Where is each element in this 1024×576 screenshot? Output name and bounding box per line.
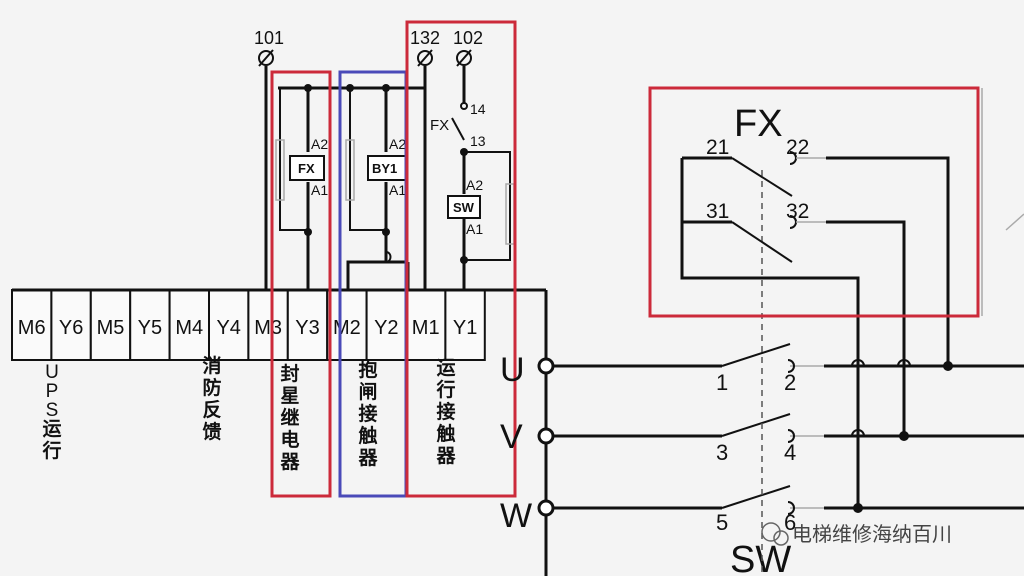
terminal-label: Y4 (216, 317, 240, 339)
post-132-label: 132 (410, 28, 440, 48)
sw-coil-pin-a1: A1 (466, 221, 483, 237)
terminal-strip: M6 Y6 M5 Y5 M4 Y4 M3 Y3 M2 Y2 M1 Y1 (11, 289, 486, 361)
fx-contact-pin-13: 13 (470, 133, 486, 149)
annotation-char: 行 (41, 439, 61, 462)
sw-pin-4: 4 (784, 440, 796, 465)
terminal-label: M1 (412, 317, 440, 339)
annotation-char: 抱 (358, 358, 377, 381)
annotation-char: 行 (435, 378, 455, 401)
fx-coil (289, 155, 325, 181)
post-101: 101 (254, 28, 284, 67)
annotation-char: 触 (436, 422, 455, 445)
sw-coil-circuit: 14 FX 13 A2 SW A1 (430, 101, 515, 290)
watermark-text: 电梯维修海纳百川 (792, 522, 952, 546)
terminal-label: Y1 (453, 317, 477, 339)
annotation-char: 闸 (358, 381, 377, 403)
annotation-char: 消 (202, 354, 221, 377)
post-101-label: 101 (254, 28, 284, 48)
terminal-cell (247, 289, 289, 361)
terminal-cell (365, 289, 408, 361)
terminal-label: M4 (175, 317, 203, 339)
annotation-char: 封 (280, 362, 299, 385)
terminal-label: Y2 (374, 317, 398, 339)
sw-pin-6: 6 (784, 510, 796, 535)
fx-interlock-pin-22: 22 (786, 136, 809, 159)
phase-rails: U V W (500, 343, 1024, 535)
by1-coil-label: BY1 (372, 161, 397, 176)
run-contactor-highlight-box (405, 20, 517, 498)
annotation-char: 防 (202, 376, 221, 399)
annotation-char: S (46, 400, 59, 421)
annotation-char: 触 (358, 424, 377, 447)
sw-pin-3: 3 (716, 440, 728, 465)
annotation-char: 电 (280, 428, 299, 451)
fx-coil-pin-a2: A2 (311, 136, 328, 152)
post-102-label: 102 (453, 28, 483, 48)
by1-coil-pin-a2: A2 (389, 136, 406, 152)
annotation-char: 接 (436, 401, 455, 423)
by1-coil (367, 155, 407, 181)
watermark: 电梯维修海纳百川 (761, 522, 952, 546)
by1-coil-circuit: A2 BY1 A1 (345, 84, 410, 290)
terminal-cell (326, 289, 368, 361)
annotation-char: 接 (358, 403, 377, 425)
sw-pin-1: 1 (716, 370, 728, 395)
terminal-label: M6 (18, 317, 46, 339)
annotation-char: U (45, 362, 59, 383)
terminal-cell (11, 289, 53, 361)
terminal-label: Y3 (295, 317, 319, 339)
fx-interlock-title: FX (734, 103, 783, 145)
phase-w-label: W (500, 497, 532, 535)
fx-contact-pin-14: 14 (470, 101, 486, 117)
annotation-char: 器 (279, 451, 300, 473)
fx-coil-pin-a1: A1 (311, 182, 328, 198)
terminal-cell (208, 289, 250, 361)
annotation-char: 器 (435, 445, 456, 467)
sw-coil-label: SW (453, 200, 475, 215)
sw-contactor: 1 2 3 4 5 6 SW (716, 170, 796, 576)
terminal-label: M3 (254, 317, 282, 339)
annotation-char: 反 (202, 399, 221, 421)
annotation-char: 运 (436, 357, 455, 379)
annotation-char: 器 (357, 447, 378, 469)
terminal-cell (50, 289, 92, 361)
post-102: 102 (453, 28, 483, 67)
phase-u-label: U (500, 351, 525, 389)
annotation-char: 运 (42, 418, 61, 440)
seal-relay-highlight-box (270, 70, 332, 498)
annotation-char: 继 (280, 406, 299, 429)
terminal-label: M2 (333, 317, 361, 339)
fx-interlock-pin-21: 21 (706, 136, 729, 159)
fx-interlock: FX 21 22 31 32 (680, 88, 1024, 513)
terminal-label: Y5 (138, 317, 162, 339)
sw-coil (447, 195, 481, 219)
by1-coil-pin-a1: A1 (389, 182, 406, 198)
fx-contact-label: FX (430, 117, 449, 134)
fx-coil-label: FX (298, 161, 315, 176)
terminal-label: M5 (97, 317, 125, 339)
fx-interlock-pin-32: 32 (786, 200, 809, 223)
annotation-char: 星 (280, 385, 299, 407)
fx-interlock-highlight-box (648, 86, 980, 318)
fx-interlock-pin-31: 31 (706, 200, 729, 223)
sw-pin-2: 2 (784, 370, 796, 395)
sw-pin-5: 5 (716, 510, 728, 535)
annotation-char: 馈 (202, 420, 221, 443)
wechat-icon (761, 522, 781, 542)
annotation-char: P (46, 381, 59, 402)
terminal-label: Y6 (59, 317, 83, 339)
post-132: 132 (410, 28, 440, 67)
terminal-cell (286, 289, 329, 361)
phase-v-label: V (500, 418, 523, 456)
terminal-cell (444, 289, 486, 361)
sw-coil-pin-a2: A2 (466, 177, 483, 193)
